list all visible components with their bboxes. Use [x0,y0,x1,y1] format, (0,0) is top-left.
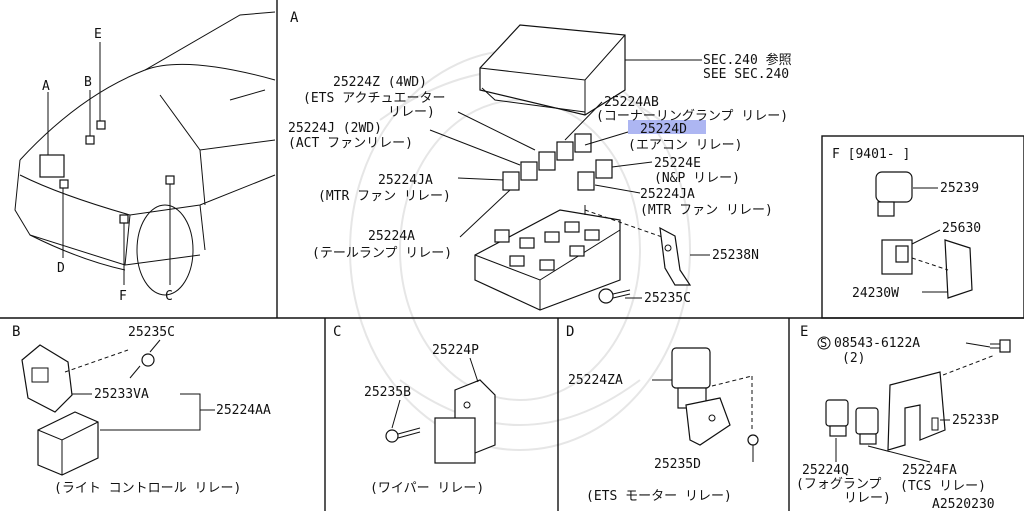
relay-25224za [671,347,731,446]
label-25239: 25239 [940,181,979,196]
circled-s-symbol [817,336,831,350]
relay-25224aa [37,411,99,476]
callout-f: F [119,289,127,304]
bracket-25233p [887,371,946,451]
label-bolt-qty: (2) [842,351,865,366]
label-25224ab-desc: (コーナーリングランプ リレー) [596,109,788,124]
label-25630: 25630 [942,221,981,236]
relay-cluster [502,133,613,191]
screw-25235d [747,434,759,446]
circled-s-letter: S [820,336,827,350]
label-25224d-part: 25224D [640,122,687,137]
label-25224ja-right-desc: (MTR ファン リレー) [640,203,773,218]
sec-ref-en: SEE SEC.240 [703,67,789,82]
fuse-box-cover [479,24,626,116]
label-25224aa: 25224AA [216,403,271,418]
label-25224j-part: 25224J (2WD) [288,121,382,136]
label-25224z-part: 25224Z (4WD) [333,75,427,90]
callout-a: A [42,79,50,94]
screw-25235c-a [598,288,631,304]
section-c-title: C [333,324,341,340]
relay-25224fa [855,407,879,445]
label-25238n: 25238N [712,248,759,263]
label-25233va: 25233VA [94,387,149,402]
label-25224ja-left-desc: (MTR ファン リレー) [318,189,451,204]
callout-e: E [94,27,102,42]
section-a-title: A [290,10,299,26]
screw-25235c-b [141,353,155,367]
label-25224ja-right-part: 25224JA [640,187,695,202]
section-d-title: D [566,324,574,340]
label-25224j-desc: (ACT ファンリレー) [288,136,413,151]
highlight-25224d [628,120,706,134]
label-25224p: 25224P [432,343,479,358]
section-b-title: B [12,324,20,340]
label-08543-6122a: 08543-6122A [834,336,920,351]
label-25224fa: 25224FA [902,463,957,478]
caption-b: (ライト コントロール リレー) [54,481,241,496]
caption-d: (ETS モーター リレー) [586,489,732,504]
label-25224d-desc: (エアコン リレー) [628,138,742,153]
label-25224a-part: 25224A [368,229,415,244]
relay-25630 [881,239,973,299]
relay-box-base [474,209,621,311]
label-25224q-desc: (フォグランプ [796,477,881,492]
label-25235c-b: 25235C [128,325,175,340]
callout-b: B [84,75,92,90]
bracket-25233va [21,344,73,413]
sec-ref-ja: SEC.240 参照 [703,52,792,68]
drawing-number: A2520230 [932,497,995,511]
label-25224z-desc: (ETS アクチュエーター [303,91,445,106]
label-25233p: 25233P [952,413,999,428]
relay-25239 [875,171,913,217]
label-25224a-desc: (テールランプ リレー) [312,246,452,261]
relay-25224p [434,379,496,464]
relay-25224q [825,399,849,437]
label-25224ja-left-part: 25224JA [378,173,433,188]
callout-d: D [57,261,65,276]
callout-c: C [165,289,173,304]
label-25224z-desc2: リレー) [388,105,435,120]
label-25224ab-part: 25224AB [604,95,659,110]
section-e-title: E [800,324,808,340]
section-f-title: F [9401- ] [832,147,910,162]
label-25224e-desc: (N&P リレー) [654,171,740,186]
car-overview [14,11,276,296]
bracket-25238n [659,226,692,286]
label-25224fa-desc: (TCS リレー) [900,479,986,494]
leader-lines-a [429,101,710,299]
label-25224za: 25224ZA [568,373,623,388]
label-25235b: 25235B [364,385,411,400]
bolt-icon [990,339,1011,353]
label-25224q-desc2: リレー) [844,491,891,506]
caption-c: (ワイパー リレー) [370,481,484,496]
label-25224e-part: 25224E [654,156,701,171]
label-25224q: 25224Q [802,463,849,478]
label-24230w: 24230W [852,286,899,301]
label-25235c-a: 25235C [644,291,691,306]
label-25235d: 25235D [654,457,701,472]
screw-25235b [385,429,399,443]
